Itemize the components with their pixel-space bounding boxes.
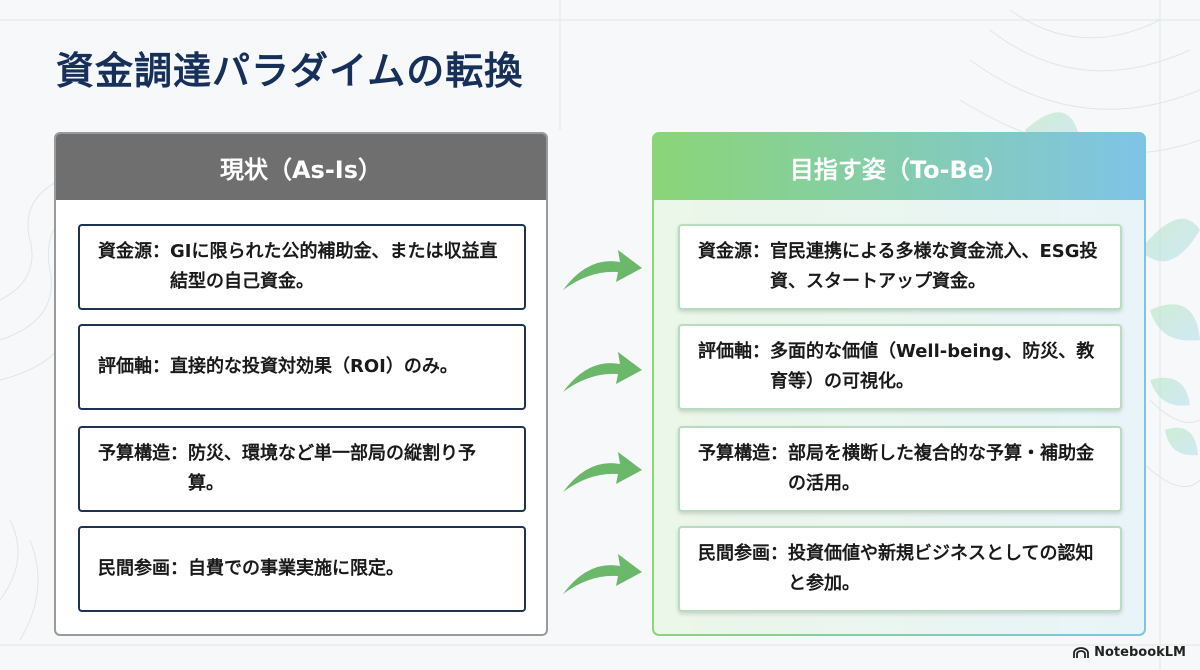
arrow-right-icon <box>563 554 642 594</box>
card-text: 多面的な価値（Well-being、防災、教育等）の可視化。 <box>770 341 1095 392</box>
to-be-card-evaluation-axis: 評価軸：多面的な価値（Well-being、防災、教育等）の可視化。 <box>678 324 1122 410</box>
card-text: 自費での事業実施に限定。 <box>188 558 404 579</box>
as-is-card-private-participation: 民間参画：自費での事業実施に限定。 <box>78 526 526 612</box>
as-is-card-funding-source: 資金源：GIに限られた公的補助金、または収益直結型の自己資金。 <box>78 224 526 310</box>
as-is-panel: 現状（As-Is） 資金源：GIに限られた公的補助金、または収益直結型の自己資金… <box>54 132 548 636</box>
card-text: 官民連携による多様な資金流入、ESG投資、スタートアップ資金。 <box>770 241 1098 292</box>
as-is-card-evaluation-axis: 評価軸：直接的な投資対効果（ROI）のみ。 <box>78 324 526 410</box>
to-be-card-private-participation: 民間参画：投資価値や新規ビジネスとしての認知と参加。 <box>678 526 1122 612</box>
card-label: 評価軸： <box>98 356 170 377</box>
to-be-header: 目指す姿（To-Be） <box>654 134 1144 200</box>
card-label: 評価軸： <box>698 341 770 362</box>
card-label: 資金源： <box>98 241 170 262</box>
brand-watermark: NotebookLM <box>1073 645 1186 660</box>
arrow-right-icon <box>563 352 642 392</box>
as-is-card-budget-structure: 予算構造：防災、環境など単一部局の縦割り予算。 <box>78 426 526 512</box>
card-text: 直接的な投資対効果（ROI）のみ。 <box>170 356 458 377</box>
notebooklm-logo-icon <box>1073 646 1090 658</box>
card-text: 投資価値や新規ビジネスとしての認知と参加。 <box>788 543 1094 594</box>
card-text: 部局を横断した複合的な予算・補助金の活用。 <box>788 443 1094 494</box>
arrow-right-icon <box>563 452 642 492</box>
card-text: 防災、環境など単一部局の縦割り予算。 <box>188 443 476 494</box>
brand-name: NotebookLM <box>1094 645 1186 660</box>
to-be-panel: 目指す姿（To-Be） 資金源：官民連携による多様な資金流入、ESG投資、スター… <box>652 132 1146 636</box>
card-text: GIに限られた公的補助金、または収益直結型の自己資金。 <box>170 241 498 292</box>
page-title: 資金調達パラダイムの転換 <box>56 49 524 93</box>
card-label: 予算構造： <box>698 443 788 464</box>
card-label: 民間参画： <box>698 543 788 564</box>
arrow-right-icon <box>563 250 642 290</box>
to-be-card-budget-structure: 予算構造：部局を横断した複合的な予算・補助金の活用。 <box>678 426 1122 512</box>
as-is-header: 現状（As-Is） <box>56 134 546 200</box>
card-label: 予算構造： <box>98 443 188 464</box>
to-be-card-funding-source: 資金源：官民連携による多様な資金流入、ESG投資、スタートアップ資金。 <box>678 224 1122 310</box>
card-label: 資金源： <box>698 241 770 262</box>
card-label: 民間参画： <box>98 558 188 579</box>
